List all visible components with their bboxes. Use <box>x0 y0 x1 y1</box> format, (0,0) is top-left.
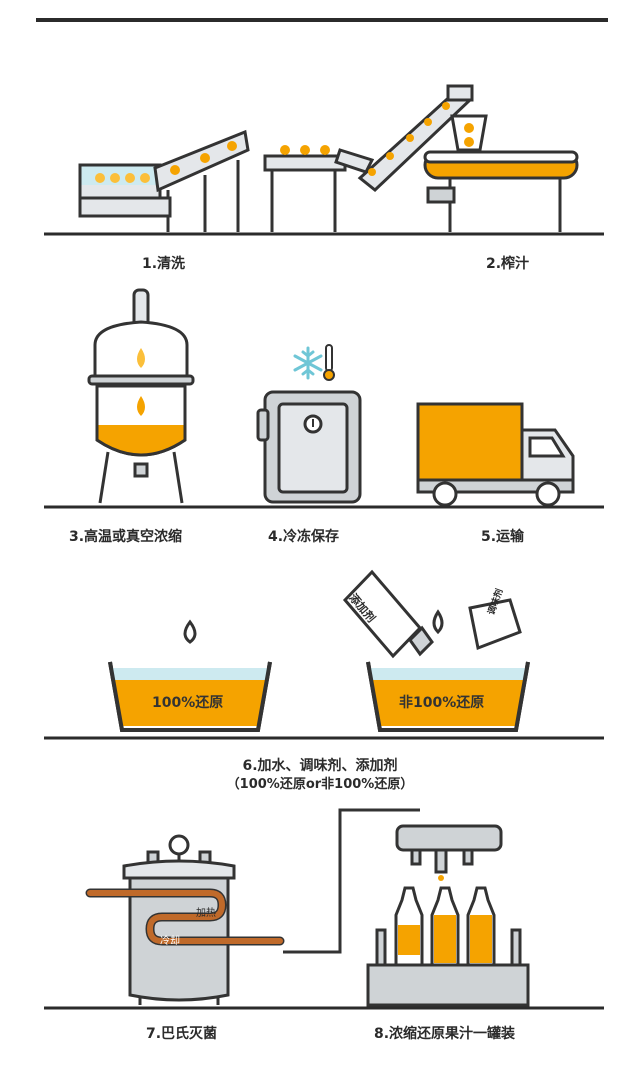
step-5-label: 5.运输 <box>481 529 525 545</box>
sorting-conveyor <box>263 148 375 232</box>
step-6-sublabel: （100%还原or非100%还原） <box>226 777 414 792</box>
step-8-label: 8.浓缩还原果汁一罐装 <box>374 1026 516 1042</box>
step-2-label: 2.榨汁 <box>486 256 530 272</box>
concentration-tank <box>87 288 195 504</box>
step-7-label: 7.巴氏灭菌 <box>146 1026 218 1042</box>
heating-cooling-coil <box>85 888 285 946</box>
step-3-label: 3.高温或真空浓缩 <box>69 529 183 545</box>
step-1-label: 1.清洗 <box>142 256 186 272</box>
cool-label: 冷却 <box>160 936 180 947</box>
flavoring-cup <box>468 598 522 651</box>
elevator-fruits <box>368 102 450 176</box>
tub-non-100-percent <box>366 661 530 732</box>
delivery-truck <box>416 402 575 507</box>
washing-fruits <box>95 141 237 183</box>
drop-icon-lower <box>137 396 145 416</box>
freezer-cabinet <box>256 390 362 504</box>
filling-drop <box>438 875 444 881</box>
step-4-label: 4.冷冻保存 <box>268 529 340 545</box>
thermometer-icon <box>323 344 335 381</box>
step-6-label: 6.加水、调味剂、添加剂 <box>242 758 398 774</box>
additive-box <box>342 569 434 659</box>
water-drop-icon-2 <box>432 609 444 635</box>
fruit-elevator <box>357 84 474 192</box>
juice-bottles <box>394 886 496 967</box>
snowflake-icon <box>293 346 323 380</box>
washing-machine <box>78 129 250 232</box>
water-drop-icon <box>183 619 197 644</box>
drop-icon-upper <box>137 348 145 368</box>
sorting-fruits <box>280 145 330 155</box>
tub-right-label: 非100%还原 <box>399 695 485 711</box>
bottling-machine <box>366 824 530 1007</box>
tub-left-label: 100%还原 <box>152 695 224 711</box>
product-pipe <box>283 808 420 954</box>
heat-label: 加热 <box>196 908 216 919</box>
juicer-machine <box>423 114 579 232</box>
tub-100-percent <box>108 661 272 732</box>
